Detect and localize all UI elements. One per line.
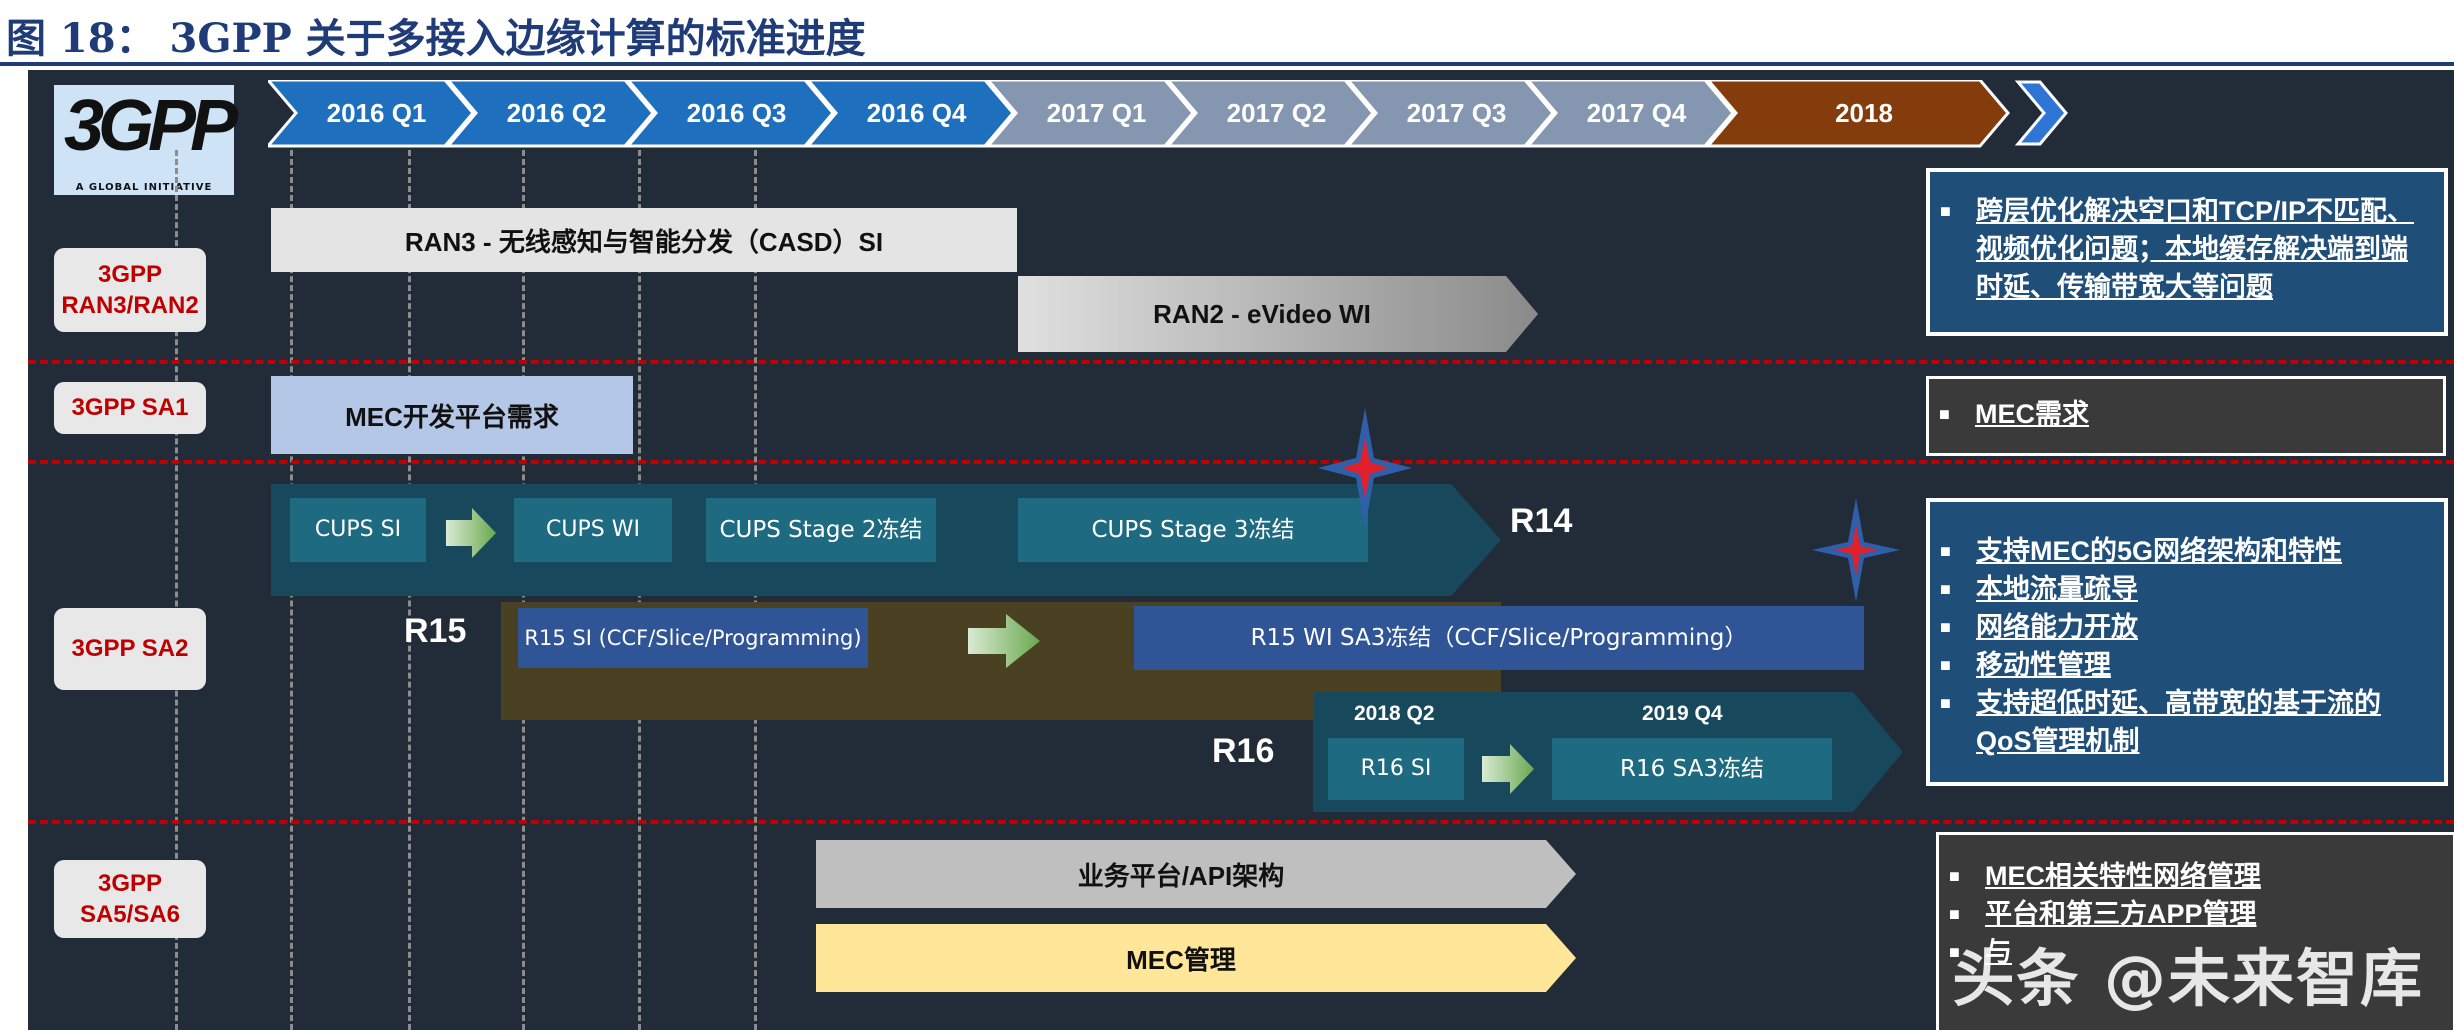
arrow-icon: [446, 508, 496, 558]
r16-sa3-box: R16 SA3冻结: [1552, 738, 1832, 800]
section-divider: [28, 460, 2454, 464]
timeline-segment: 2016 Q3: [624, 80, 835, 148]
note-item: 网络能力开放: [1930, 608, 2426, 646]
cups-wi-box: CUPS WI: [514, 498, 672, 562]
timeline-label: 2018: [1835, 98, 1893, 128]
section-divider: [28, 360, 2454, 364]
timeline-label: 2017 Q3: [1407, 98, 1507, 128]
timeline-label: 2016 Q4: [867, 98, 967, 128]
timeline-segment: 2017 Q3: [1344, 80, 1555, 148]
note-item: 平台和第三方APP管理: [1939, 895, 2453, 933]
logo-text: 3GPP: [64, 86, 238, 166]
timeline-end-chevron-icon: [2014, 80, 2068, 146]
timeline-segment: 2016 Q4: [804, 80, 1015, 148]
timeline-segment: 2016 Q2: [444, 80, 655, 148]
timeline-label: 2017 Q4: [1587, 98, 1687, 128]
sa56-bar-shapes: [816, 840, 1576, 992]
group-label-ran: 3GPP RAN3/RAN2: [54, 248, 206, 332]
r16-label: R16: [1212, 732, 1275, 770]
ran2-bar-shape: [1018, 276, 1538, 352]
group-label-sa2: 3GPP SA2: [54, 608, 206, 690]
timeline-segment: 2016 Q1: [268, 80, 475, 148]
figure-title-bar: 图 18： 3GPP 关于多接入边缘计算的标准进度: [0, 0, 2454, 66]
note-item: 移动性管理: [1930, 646, 2426, 684]
sa1-mec-platform-bar: MEC开发平台需求: [271, 376, 633, 454]
ran2-evideo-bar: RAN2 - eVideo WI: [1153, 298, 1371, 329]
timeline-segment: 2017 Q2: [1164, 80, 1375, 148]
note-item: 跨层优化解决空口和TCP/IP不匹配、视频优化问题；本地缓存解决端到端时延、传输…: [1930, 192, 2426, 306]
note-box-sa1: MEC需求: [1926, 376, 2446, 456]
timeline-label: 2016 Q1: [327, 98, 427, 128]
note-box-sa56: MEC相关特性网络管理平台和第三方APP管理与: [1936, 832, 2454, 1030]
note-item: MEC相关特性网络管理: [1939, 857, 2453, 895]
timeline-label: 2017 Q1: [1047, 98, 1147, 128]
timeline-segment: 2018: [1704, 80, 2010, 148]
r16-end-quarter: 2019 Q4: [1642, 702, 1723, 725]
timeline: 2016 Q1 2016 Q2 2016 Q3 2016 Q4 2017 Q1 2017 …: [268, 80, 2068, 148]
figure-title: 图 18： 3GPP 关于多接入边缘计算的标准进度: [6, 15, 866, 62]
timeline-label: 2017 Q2: [1227, 98, 1327, 128]
section-divider: [28, 820, 2454, 824]
note-box-sa2: 支持MEC的5G网络架构和特性本地流量疏导网络能力开放移动性管理支持超低时延、高…: [1926, 498, 2448, 786]
timeline-gridline: [175, 150, 178, 1030]
3gpp-logo: 3GPP A GLOBAL INITIATIVE: [54, 85, 238, 195]
timeline-label: 2016 Q2: [507, 98, 607, 128]
note-item: 支持超低时延、高带宽的基于流的QoS管理机制: [1930, 684, 2426, 760]
group-label-sa1: 3GPP SA1: [54, 382, 206, 434]
group-label-sa56: 3GPP SA5/SA6: [54, 860, 206, 938]
r16-si-box: R16 SI: [1328, 738, 1464, 800]
milestone-star-icon: [1812, 498, 1900, 602]
note-item: 本地流量疏导: [1930, 570, 2426, 608]
r15-wi-box: R15 WI SA3冻结（CCF/Slice/Programming）: [1134, 606, 1864, 670]
logo-tagline: A GLOBAL INITIATIVE: [75, 182, 213, 193]
note-box-ran: 跨层优化解决空口和TCP/IP不匹配、视频优化问题；本地缓存解决端到端时延、传输…: [1926, 168, 2448, 336]
cups-stage2-box: CUPS Stage 2冻结: [706, 498, 936, 562]
cups-si-box: CUPS SI: [290, 498, 426, 562]
r15-label: R15: [404, 612, 467, 650]
r16-start-quarter: 2018 Q2: [1354, 702, 1435, 725]
ran3-casd-bar: RAN3 - 无线感知与智能分发（CASD）SI: [271, 208, 1017, 272]
sa56-mec-management-bar: MEC管理: [1126, 944, 1236, 975]
r15-si-box: R15 SI (CCF/Slice/Programming): [518, 608, 868, 668]
arrow-icon: [968, 614, 1040, 668]
r14-label: R14: [1510, 502, 1573, 540]
arrow-icon: [1482, 744, 1534, 794]
timeline-segment: 2017 Q1: [984, 80, 1195, 148]
cups-stage3-box: CUPS Stage 3冻结: [1018, 498, 1368, 562]
milestone-star-icon: [1318, 408, 1412, 528]
title-rule: [0, 62, 2454, 66]
watermark: 头条 @未来智库: [1952, 942, 2424, 1015]
note-item: 与: [1939, 933, 2453, 971]
note-item: MEC需求: [1929, 395, 2443, 433]
timeline-label: 2016 Q3: [687, 98, 787, 128]
timeline-segment: 2017 Q4: [1524, 80, 1735, 148]
sa56-api-bar: 业务平台/API架构: [1077, 860, 1285, 891]
note-item: 支持MEC的5G网络架构和特性: [1930, 532, 2426, 570]
